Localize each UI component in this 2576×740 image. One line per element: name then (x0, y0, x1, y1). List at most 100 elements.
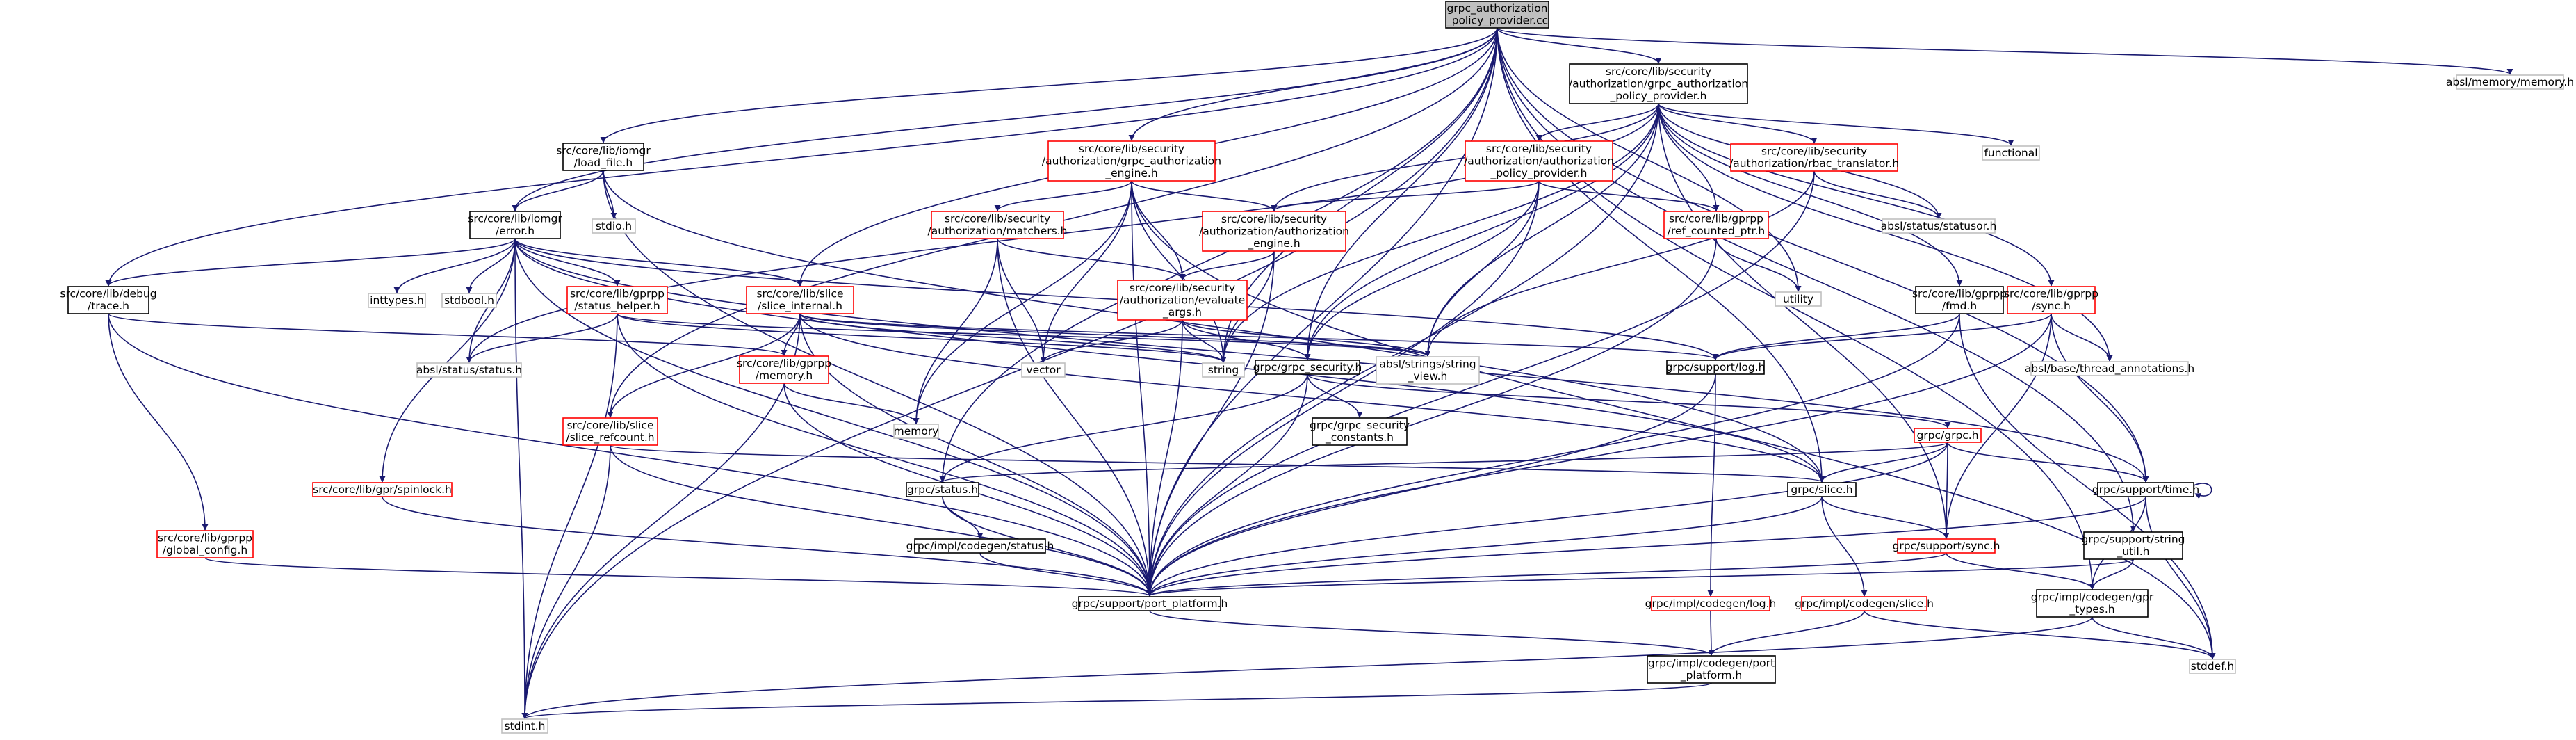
node-log-h[interactable]: grpc/support/log.h (1666, 360, 1766, 375)
node-evaluate-args[interactable]: src/core/lib/security/authorization/eval… (1117, 280, 1248, 321)
node-box (1647, 655, 1776, 684)
node-aapp-h[interactable]: src/core/lib/security/authorization/auth… (1464, 140, 1614, 182)
edge-evaluate-args-to-grpc-security (1182, 319, 1311, 360)
node-label-line: /ref_counted_ptr.h (1668, 225, 1765, 238)
edge-slice-h-to-sup-sync (1821, 496, 1950, 539)
node-root[interactable]: grpc_authorization_policy_provider.cc (1445, 1, 1549, 29)
edge-gapp-h-to-fmd (1658, 103, 1963, 287)
node-status-h[interactable]: grpc/status.h (906, 482, 979, 497)
node-aae-h[interactable]: src/core/lib/security/authorization/auth… (1199, 211, 1349, 252)
node-slice-h[interactable]: grpc/slice.h (1787, 482, 1857, 497)
node-label-line: /authorization/rbac_translator.h (1729, 157, 1899, 170)
node-grpc-h[interactable]: grpc/grpc.h (1914, 428, 1982, 443)
edge-gpr-types-to-stddef (2092, 616, 2216, 659)
node-box (1915, 286, 2004, 314)
edge-load-file-to-error-h (512, 170, 604, 211)
edge-grpc-security-to-grpc-h (1307, 373, 1951, 428)
edge-slice-internal-to-slice-refcount (607, 313, 801, 418)
edge-root-to-trace (105, 27, 1498, 287)
node-label-line: /authorization/authorization (1464, 154, 1614, 167)
node-functional[interactable]: functional (1982, 145, 2040, 161)
node-gae-h[interactable]: src/core/lib/security/authorization/grpc… (1042, 140, 1221, 182)
node-load-file[interactable]: src/core/lib/iomgr/load_file.h (556, 143, 651, 171)
node-matchers[interactable]: src/core/lib/security/authorization/matc… (928, 211, 1068, 239)
node-slice-refcount[interactable]: src/core/lib/slice/slice_refcount.h (562, 417, 658, 446)
node-sup-sync[interactable]: grpc/support/sync.h (1893, 538, 2000, 554)
node-codegen-log[interactable]: grpc/impl/codegen/log.h (1645, 596, 1777, 611)
node-sync-h[interactable]: src/core/lib/gprpp/sync.h (2004, 286, 2098, 314)
node-box (1730, 143, 1898, 172)
node-stddef[interactable]: stddef.h (2189, 659, 2236, 674)
node-box (1117, 280, 1248, 321)
node-box (1465, 140, 1613, 182)
node-label-line: grpc/impl/codegen/port (1648, 657, 1775, 670)
node-box (1078, 596, 1221, 611)
node-codegen-port[interactable]: grpc/impl/codegen/port_platform.h (1647, 655, 1776, 684)
node-label-line: vector (1026, 364, 1061, 376)
dependency-edges (105, 27, 2513, 719)
node-box (2456, 74, 2564, 90)
node-string-view[interactable]: absl/strings/string_view.h (1376, 356, 1480, 385)
node-error-h[interactable]: src/core/lib/iomgr/error.h (468, 211, 562, 239)
edge-error-h-to-log-h (514, 238, 1719, 360)
node-label-line: grpc/support/port_platform.h (1072, 597, 1228, 611)
node-vector[interactable]: vector (1021, 362, 1066, 378)
node-grpc-security[interactable]: grpc/grpc_security.h (1253, 360, 1362, 375)
node-gpr-types[interactable]: grpc/impl/codegen/gpr_types.h (2031, 589, 2154, 618)
node-box (368, 293, 426, 308)
node-stdio[interactable]: stdio.h (592, 218, 636, 234)
node-port-platform[interactable]: grpc/support/port_platform.h (1072, 596, 1228, 611)
node-stdint[interactable]: stdint.h (501, 718, 548, 734)
node-box (562, 417, 658, 446)
node-label-line: src/core/lib/gprpp (1912, 288, 2007, 300)
node-absl-memory[interactable]: absl/memory/memory.h (2446, 74, 2574, 90)
node-codegen-status[interactable]: grpc/impl/codegen/status.h (906, 538, 1054, 554)
edge-root-to-load-file (600, 27, 1498, 143)
node-label-line: grpc/impl/codegen/slice.h (1795, 597, 1934, 610)
node-gapp-h[interactable]: src/core/lib/security/authorization/grpc… (1569, 63, 1748, 104)
node-absl-status[interactable]: absl/status/status.h (416, 362, 522, 378)
node-box (1376, 356, 1480, 385)
node-refcounted[interactable]: src/core/lib/gprpp/ref_counted_ptr.h (1663, 211, 1769, 239)
node-sec-constants[interactable]: grpc/grpc_security_constants.h (1310, 417, 1410, 446)
node-trace[interactable]: src/core/lib/debug/trace.h (60, 286, 157, 314)
node-stdbool[interactable]: stdbool.h (441, 293, 497, 308)
node-inttypes[interactable]: inttypes.h (368, 293, 426, 308)
node-label-line: _policy_provider.h (1490, 167, 1587, 180)
node-label-line: grpc/slice.h (1791, 483, 1852, 496)
node-label-line: grpc/support/log.h (1666, 361, 1766, 373)
node-time-h[interactable]: grpc/support/time.h (2092, 482, 2199, 497)
node-label-line: grpc/grpc_security.h (1253, 361, 1362, 374)
node-label-line: grpc/grpc.h (1916, 429, 1978, 442)
node-statusor[interactable]: absl/status/statusor.h (1881, 218, 1997, 234)
edge-evaluate-args-to-vector (1040, 319, 1183, 363)
node-string-util[interactable]: grpc/support/string_util.h (2081, 531, 2185, 560)
node-box (1047, 140, 1216, 182)
node-status-helper[interactable]: src/core/lib/gprpp/status_helper.h (566, 286, 668, 314)
node-label-line: grpc/impl/codegen/log.h (1645, 597, 1777, 610)
node-gprpp-memory[interactable]: src/core/lib/gprpp/memory.h (737, 355, 831, 384)
node-thread-ann[interactable]: absl/base/thread_annotations.h (2025, 361, 2194, 376)
node-memory[interactable]: memory (893, 424, 939, 439)
edge-grpc-security-to-port-platform (1146, 373, 1308, 597)
edge-error-h-to-inttypes (393, 238, 516, 293)
edge-log-h-to-codegen-log (1707, 373, 1716, 597)
node-global-config[interactable]: src/core/lib/gprpp/global_config.h (156, 530, 254, 558)
node-slice-internal[interactable]: src/core/lib/slice/slice_internal.h (746, 286, 854, 314)
edge-gapp-h-to-sync-h (1658, 103, 2055, 287)
node-box (562, 143, 644, 171)
edge-slice-h-to-codegen-slice (1821, 496, 1868, 597)
node-rbac[interactable]: src/core/lib/security/authorization/rbac… (1729, 143, 1899, 172)
node-string[interactable]: string (1202, 362, 1245, 378)
node-label-line: src/core/lib/security (1606, 65, 1711, 78)
node-spinlock[interactable]: src/core/lib/gpr/spinlock.h (312, 482, 453, 497)
node-label-line: src/core/lib/security (1486, 143, 1592, 155)
node-label-line: grpc/impl/codegen/gpr (2031, 591, 2154, 604)
node-utility[interactable]: utility (1775, 291, 1822, 307)
node-label-line: src/core/lib/gprpp (2004, 288, 2098, 300)
node-codegen-slice[interactable]: grpc/impl/codegen/slice.h (1795, 596, 1934, 611)
edge-gae-h-to-matchers (994, 180, 1132, 211)
node-fmd[interactable]: src/core/lib/gprpp/fmd.h (1912, 286, 2007, 314)
edge-status-helper-to-string (617, 313, 1227, 363)
node-box (1897, 538, 1996, 554)
